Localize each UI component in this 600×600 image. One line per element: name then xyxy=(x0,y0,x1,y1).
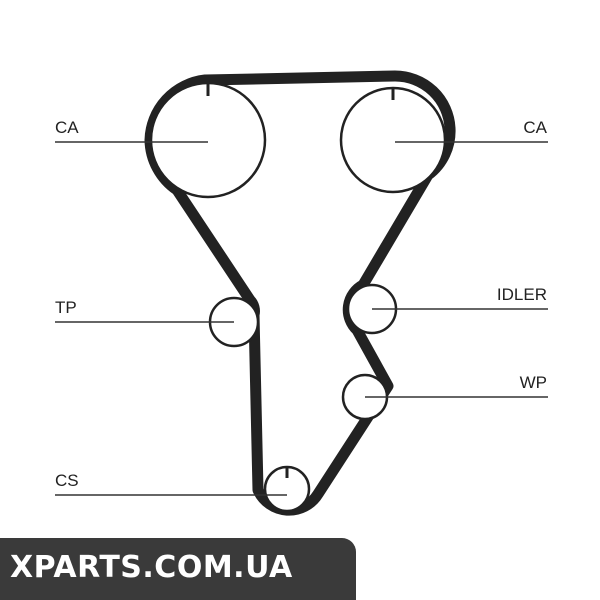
watermark-text: XPARTS.COM.UA xyxy=(10,550,293,585)
camshaft-pulley-right xyxy=(339,86,447,194)
label-wp: WP xyxy=(520,373,547,392)
camshaft-pulley-left xyxy=(149,81,267,199)
label-tp: TP xyxy=(55,298,77,317)
watermark-banner: XPARTS.COM.UA xyxy=(0,538,356,600)
label-cs: CS xyxy=(55,471,79,490)
label-ca-left: CA xyxy=(55,118,79,137)
label-ca-right: CA xyxy=(523,118,547,137)
label-idler: IDLER xyxy=(497,285,547,304)
